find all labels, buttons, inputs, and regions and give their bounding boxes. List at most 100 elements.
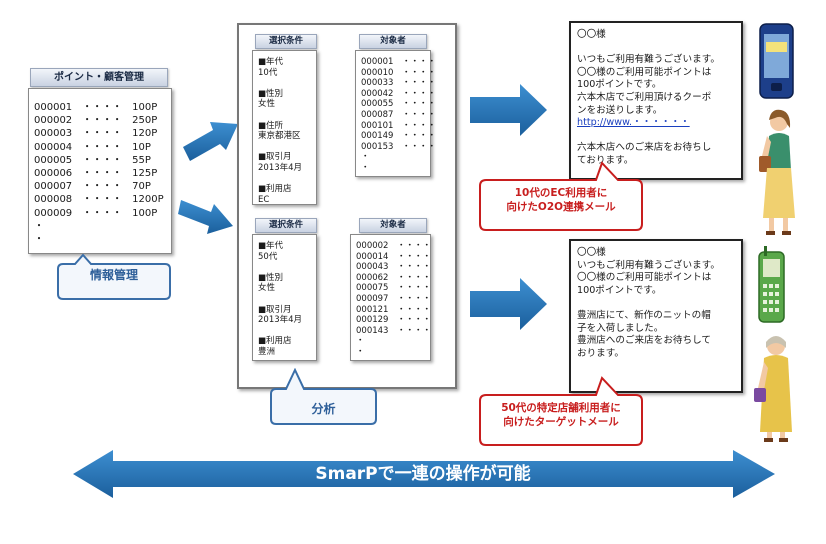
info-callout-shape xyxy=(57,254,171,300)
mail-line: ております。 xyxy=(577,154,634,166)
customer-row: 000001 ・・・・ 100P xyxy=(34,102,158,113)
condition-line xyxy=(258,326,302,337)
condition-line: ■年代 xyxy=(258,241,284,251)
customer-row: 000003 ・・・・ 120P xyxy=(34,128,158,140)
target-line: 000097 ・・・・ xyxy=(356,293,431,304)
target-line: 000042 ・・・・ xyxy=(361,88,436,99)
condition-line: ■性別 xyxy=(258,88,284,99)
condition-line: ■住所 xyxy=(258,120,284,131)
target-line: 000087 ・・・・ xyxy=(361,109,436,120)
target-line: 000149 ・・・・ xyxy=(361,131,436,142)
target-line: ・ xyxy=(361,162,370,173)
condition-line xyxy=(258,174,302,185)
mail-line: 子を入荷しました。 xyxy=(577,322,664,334)
customer-panel-header: ポイント・顧客管理 xyxy=(30,68,168,87)
target-line: ・ xyxy=(356,346,365,357)
analysis-callout-label: 分析 xyxy=(311,402,336,416)
upper-condition-header: 選択条件 xyxy=(255,34,317,49)
target-line: 000129 ・・・・ xyxy=(356,315,431,326)
analysis-callout-shape xyxy=(270,368,377,425)
mail-line xyxy=(577,297,735,310)
mail-line: http://www.・・・・・・ xyxy=(577,117,690,129)
condition-line xyxy=(258,110,302,121)
lower-target-box: 000002 ・・・・000014 ・・・・000043 ・・・・000062 … xyxy=(350,234,431,361)
customer-row: 000002 ・・・・ 250P xyxy=(34,115,158,127)
top-mail-callout: 10代のEC利用者に向けたO2O連携メール xyxy=(506,187,616,213)
arrow-to-bottom-mail xyxy=(470,278,547,330)
banner-text: SmarPで一連の操作が可能 xyxy=(315,464,531,484)
target-line: ・ xyxy=(361,152,370,163)
target-line: 000055 ・・・・ xyxy=(361,99,436,110)
mail-line: 六本木店でご利用頂けるクーポ xyxy=(577,91,712,103)
condition-line xyxy=(258,294,302,305)
mail-line xyxy=(577,42,735,55)
condition-line: 50代 xyxy=(258,251,278,262)
customer-row: ・ xyxy=(34,220,44,232)
info-callout-label: 情報管理 xyxy=(89,268,138,282)
mail-line xyxy=(577,130,735,143)
condition-line: ■利用店 xyxy=(258,336,292,347)
mail-line: 豊洲店にて、新作のニットの帽 xyxy=(577,309,711,321)
customer-row: 000009 ・・・・ 100P xyxy=(34,207,158,219)
customer-row: 000004 ・・・・ 10P xyxy=(34,141,151,153)
condition-line: EC xyxy=(258,194,270,205)
customer-row: ・ xyxy=(34,233,44,245)
condition-line: 2013年4月 xyxy=(258,315,303,326)
mail-line: おります。 xyxy=(577,347,625,359)
upper-target-box: 000001 ・・・・000010 ・・・・000033 ・・・・000042 … xyxy=(355,50,436,177)
older-woman-icon xyxy=(754,336,792,442)
mail-line: いつもご利用有難うございます。 xyxy=(577,54,720,66)
top-mail-callout-shape xyxy=(479,161,643,231)
customer-row: 000006 ・・・・ 125P xyxy=(34,167,158,179)
banner-arrow xyxy=(73,450,775,498)
target-line: 000153 ・・・・ xyxy=(361,141,436,152)
arrow-to-lower-analysis xyxy=(178,200,233,234)
mail-line: 六本木店へのご来店をお待ちし xyxy=(577,142,712,154)
upper-target-header: 対象者 xyxy=(359,34,427,49)
target-line: 000143 ・・・・ xyxy=(356,325,431,336)
condition-line: 10代 xyxy=(258,67,278,78)
lower-condition-header: 選択条件 xyxy=(255,218,317,233)
customer-row: 000007 ・・・・ 70P xyxy=(34,181,151,193)
condition-line: 東京都港区 xyxy=(258,131,301,142)
condition-line: 女性 xyxy=(258,99,276,110)
condition-line: ■年代 xyxy=(258,57,284,67)
condition-line xyxy=(258,262,302,273)
target-line: 000010 ・・・・ xyxy=(361,67,436,78)
target-line: 000121 ・・・・ xyxy=(356,304,431,315)
bottom-mail-callout: 50代の特定店舗利用者に向けたターゲットメール xyxy=(501,402,621,428)
target-line: 000043 ・・・・ xyxy=(356,262,431,273)
condition-line xyxy=(258,142,302,153)
lower-target-header: 対象者 xyxy=(359,218,427,233)
mail-line: 豊洲店へのご来店をお待ちして xyxy=(577,335,712,347)
customer-row: 000005 ・・・・ 55P xyxy=(34,154,151,166)
condition-line: 女性 xyxy=(258,283,276,294)
target-line: 000075 ・・・・ xyxy=(356,283,431,294)
mobile-phone-icon xyxy=(758,246,785,323)
mail-line: 100ポイントです。 xyxy=(577,284,662,296)
young-woman-icon xyxy=(759,109,795,235)
target-line: 000101 ・・・・ xyxy=(361,120,436,131)
mail-line: ンをお送りします。 xyxy=(577,104,663,116)
condition-line: ■性別 xyxy=(258,272,284,283)
mail-line: 〇〇様のご利用可能ポイントは xyxy=(577,272,712,284)
arrow-to-upper-analysis xyxy=(183,122,238,161)
mail-line: 100ポイントです。 xyxy=(577,79,662,91)
bottom-mail-callout-shape xyxy=(479,376,643,446)
arrow-to-top-mail xyxy=(470,84,547,136)
condition-line: 豊洲 xyxy=(258,346,276,357)
target-line: 000001 ・・・・ xyxy=(361,57,436,67)
condition-line: ■取引月 xyxy=(258,152,292,163)
condition-line: ■取引月 xyxy=(258,304,292,315)
condition-line: ■利用店 xyxy=(258,184,292,195)
mail-line: 〇〇様 xyxy=(577,29,606,40)
target-line: 000014 ・・・・ xyxy=(356,251,431,262)
condition-line xyxy=(258,78,302,89)
